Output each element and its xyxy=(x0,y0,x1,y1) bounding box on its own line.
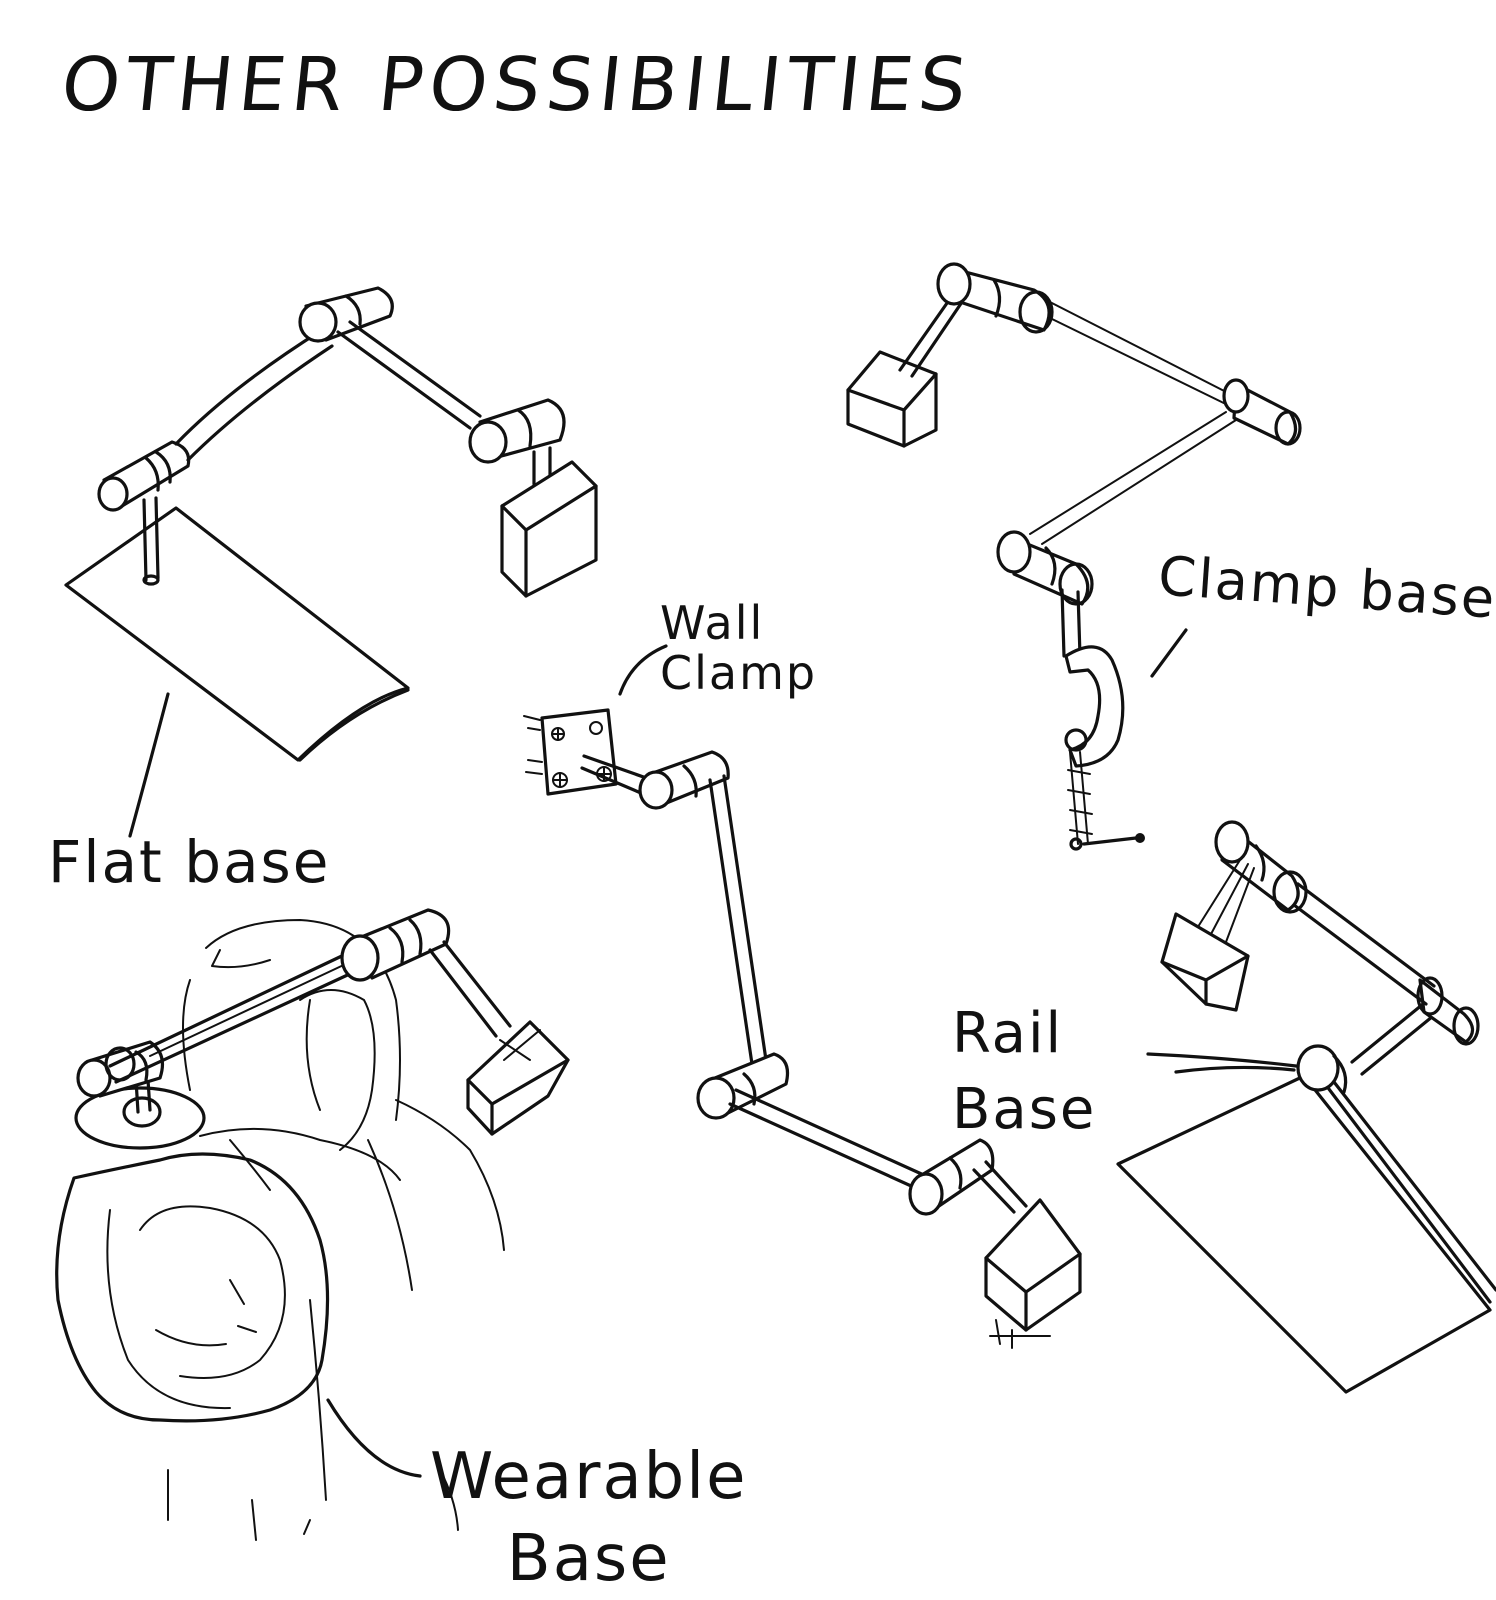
flat-base-label: Flat base xyxy=(48,828,330,896)
wearable-end-box xyxy=(468,1022,568,1134)
c-clamp xyxy=(1066,647,1123,766)
sketch-title: OTHER POSSIBILITIES xyxy=(57,42,976,128)
wearable-base-pointer xyxy=(328,1400,420,1476)
clamp-end-box xyxy=(848,352,936,446)
flat-base-plate xyxy=(66,508,408,760)
rail-base-plate xyxy=(1118,1076,1490,1392)
clamp-base-pointer xyxy=(1152,630,1186,676)
rail-base-arm xyxy=(1118,822,1496,1392)
wall-clamp-label: Wall Clamp xyxy=(660,598,817,698)
wearable-backpack xyxy=(57,1154,328,1421)
rail-joint-1 xyxy=(1420,980,1473,1042)
rail-base-label: Rail Base xyxy=(952,996,1096,1148)
flat-base-arm xyxy=(66,288,596,760)
wearable-base-label: Wearable Base xyxy=(430,1436,747,1600)
rail-base-pointer xyxy=(1148,1054,1296,1072)
flat-base-pointer xyxy=(130,694,168,836)
flat-end-box xyxy=(502,462,596,596)
